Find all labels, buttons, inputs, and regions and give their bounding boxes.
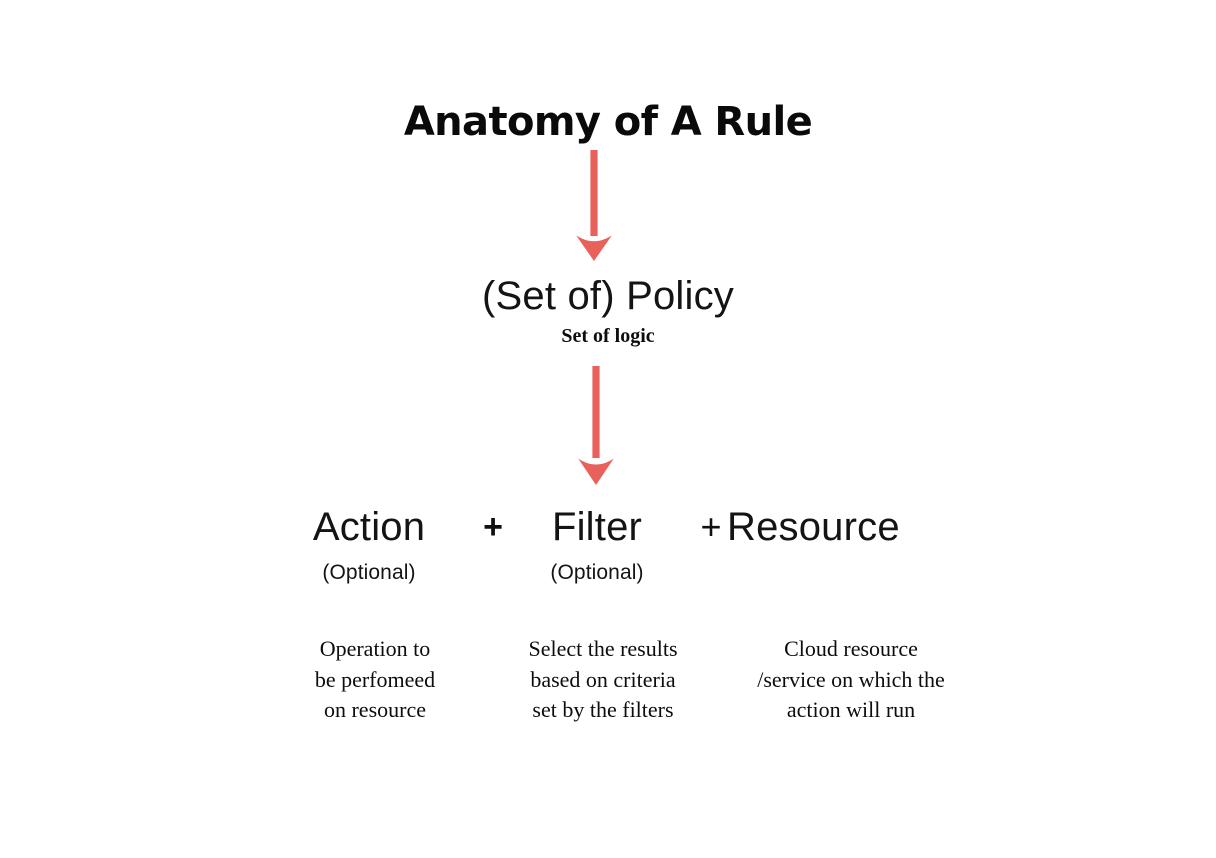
description-filter-line-3: set by the filters <box>532 697 674 722</box>
policy-subtitle: Set of logic <box>561 325 655 347</box>
component-term-action: Action <box>312 505 426 549</box>
arrow-policy-to-components-icon <box>578 366 614 485</box>
description-action-line-3: on resource <box>323 697 426 722</box>
components-row: Action + Filter + Resource <box>0 501 1216 557</box>
operator-plus-second: + <box>700 506 722 547</box>
description-action-line-2: be perfomeed <box>314 666 436 692</box>
optional-badge-action: (Optional) <box>322 561 416 584</box>
description-action: Operation to be perfomeed on resource <box>275 634 475 726</box>
description-action-line-1: Operation to <box>319 636 431 661</box>
description-resource-line-3: action will run <box>786 697 916 722</box>
description-filter-line-1: Select the results <box>528 636 678 661</box>
description-filter-line-2: based on criteria <box>530 666 676 692</box>
page-title: Anatomy of A Rule <box>403 99 813 145</box>
description-resource: Cloud resource /service on which the act… <box>721 634 981 726</box>
component-term-filter: Filter <box>551 505 643 549</box>
operator-plus-first: + <box>483 508 503 546</box>
policy-subtitle-wrap: Set of logic <box>0 325 1216 348</box>
arrow-title-to-policy-icon <box>576 150 612 261</box>
component-term-resource: Resource <box>727 505 900 549</box>
description-resource-line-2: /service on which the <box>757 666 945 692</box>
policy-term: (Set of) Policy <box>482 274 734 318</box>
optional-badge-filter: (Optional) <box>550 561 644 584</box>
policy-term-wrap: (Set of) Policy <box>0 274 1216 319</box>
description-resource-line-1: Cloud resource <box>784 636 918 661</box>
description-filter: Select the results based on criteria set… <box>483 634 723 726</box>
